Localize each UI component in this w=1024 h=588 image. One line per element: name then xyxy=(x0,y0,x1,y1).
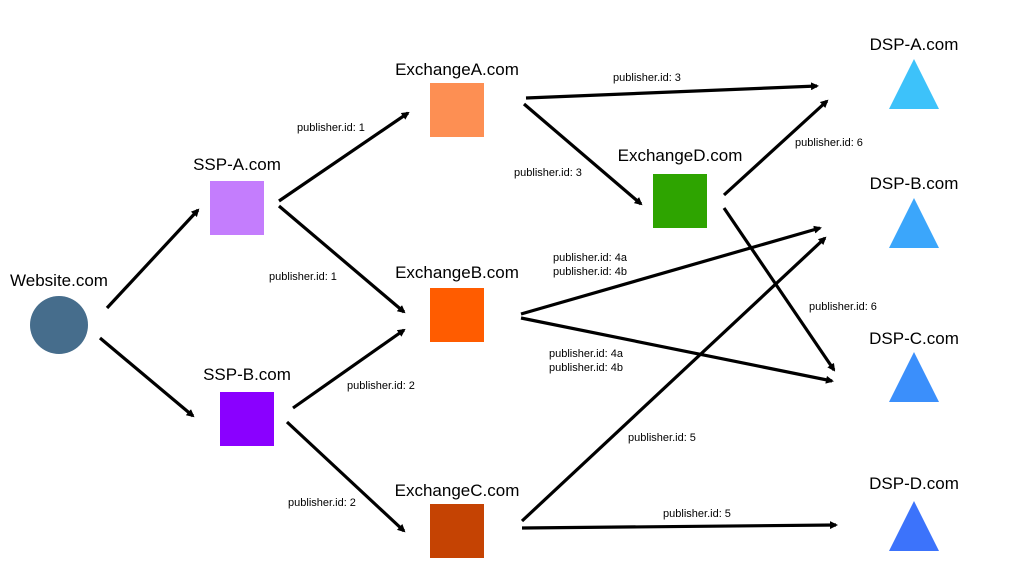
edge-labels-layer: publisher.id: 1 publisher.id: 1 publisher.… xyxy=(269,72,877,520)
node-exchange-d: ExchangeD.com xyxy=(618,146,743,228)
node-square-icon xyxy=(430,504,484,558)
edge-ssp-b-to-exchange-b xyxy=(292,328,406,410)
edge-ssp-a-to-exchange-b xyxy=(277,204,406,314)
edge-label: publisher.id: 3 xyxy=(514,167,582,179)
edge-exchange-d-to-dsp-a xyxy=(722,99,829,197)
node-triangle-icon xyxy=(889,198,939,248)
edge-exchange-a-to-dsp-a xyxy=(525,82,819,100)
edge-label: publisher.id: 5 xyxy=(663,508,731,520)
node-label: ExchangeD.com xyxy=(618,146,743,165)
node-label: ExchangeC.com xyxy=(395,481,520,500)
edge-exchange-d-to-dsp-c xyxy=(722,207,836,372)
edge-label: publisher.id: 1 xyxy=(269,271,337,283)
node-square-icon xyxy=(210,181,264,235)
edge-ssp-a-to-exchange-a xyxy=(278,111,410,203)
edge-label: publisher.id: 2 xyxy=(288,497,356,509)
node-label: DSP-B.com xyxy=(870,174,959,193)
edge-label: publisher.id: 4b xyxy=(553,266,627,278)
edge-exchange-c-to-dsp-d xyxy=(521,521,838,530)
node-square-icon xyxy=(430,83,484,137)
node-ssp-a: SSP-A.com xyxy=(193,155,281,235)
node-dsp-a: DSP-A.com xyxy=(870,35,959,109)
node-label: DSP-A.com xyxy=(870,35,959,54)
edge-label: publisher.id: 4a xyxy=(553,252,628,264)
website-circle-icon xyxy=(30,296,88,354)
edge-exchange-c-to-dsp-b xyxy=(520,236,827,523)
edge-exchange-b-to-dsp-b xyxy=(520,225,822,316)
node-triangle-icon xyxy=(889,501,939,551)
node-label: ExchangeA.com xyxy=(395,60,519,79)
edge-exchange-b-to-dsp-c xyxy=(520,316,834,384)
edge-label: publisher.id: 4a xyxy=(549,348,624,360)
node-website: Website.com xyxy=(10,271,108,354)
edge-label: publisher.id: 6 xyxy=(809,301,877,313)
node-dsp-c: DSP-C.com xyxy=(869,329,959,402)
edges-layer xyxy=(98,82,838,533)
node-exchange-b: ExchangeB.com xyxy=(395,263,519,342)
node-label: SSP-B.com xyxy=(203,365,291,384)
node-exchange-a: ExchangeA.com xyxy=(395,60,519,137)
edge-exchange-a-to-exchange-d xyxy=(522,102,643,206)
node-dsp-d: DSP-D.com xyxy=(869,474,959,551)
edge-label: publisher.id: 1 xyxy=(297,122,365,134)
node-label: DSP-C.com xyxy=(869,329,959,348)
edge-ssp-b-to-exchange-c xyxy=(285,420,406,533)
node-square-icon xyxy=(220,392,274,446)
edge-website-to-ssp-a xyxy=(105,208,200,310)
edge-label: publisher.id: 4b xyxy=(549,362,623,374)
node-label: DSP-D.com xyxy=(869,474,959,493)
node-exchange-c: ExchangeC.com xyxy=(395,481,520,558)
node-label: ExchangeB.com xyxy=(395,263,519,282)
node-square-icon xyxy=(653,174,707,228)
node-label: Website.com xyxy=(10,271,108,290)
edge-label: publisher.id: 6 xyxy=(795,137,863,149)
edge-label: publisher.id: 2 xyxy=(347,380,415,392)
node-dsp-b: DSP-B.com xyxy=(870,174,959,248)
node-triangle-icon xyxy=(889,59,939,109)
node-square-icon xyxy=(430,288,484,342)
node-ssp-b: SSP-B.com xyxy=(203,365,291,446)
node-label: SSP-A.com xyxy=(193,155,281,174)
node-triangle-icon xyxy=(889,352,939,402)
edge-label: publisher.id: 3 xyxy=(613,72,681,84)
edge-website-to-ssp-b xyxy=(98,336,195,418)
edge-label: publisher.id: 5 xyxy=(628,432,696,444)
